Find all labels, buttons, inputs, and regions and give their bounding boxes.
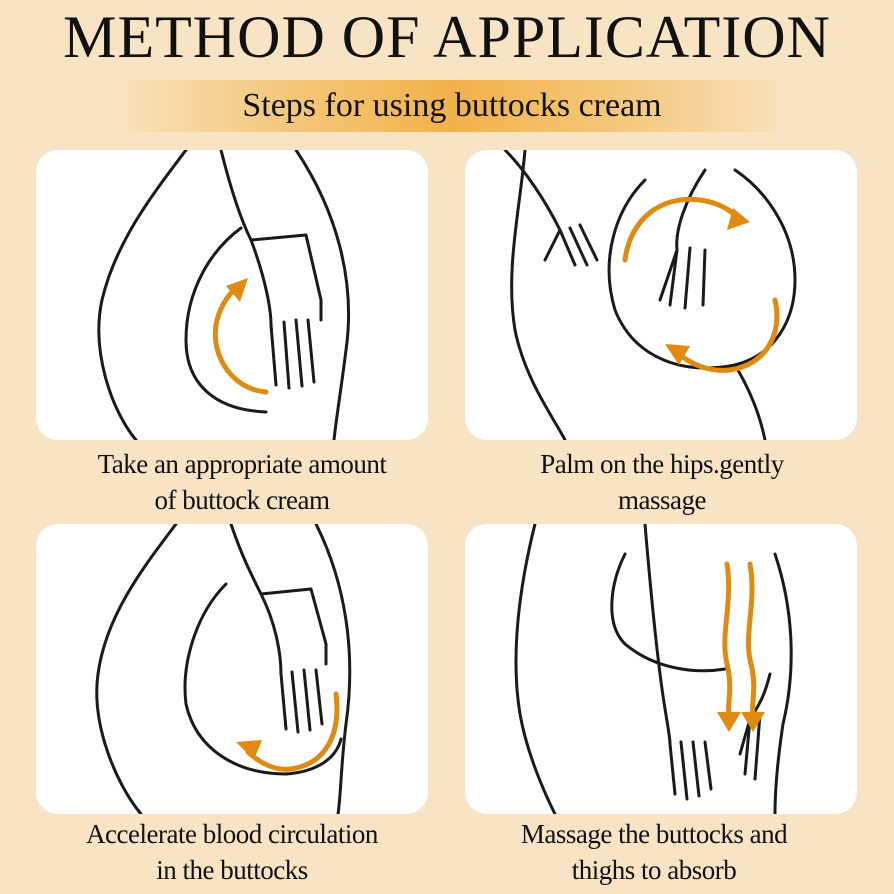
- hand-rotating-arrows-icon: [503, 150, 797, 440]
- hand-circular-arrow-icon: [97, 150, 350, 440]
- step-2-line-1: Palm on the hips.gently: [540, 449, 784, 479]
- hand-lower-arrow-icon: [95, 524, 352, 814]
- step-1-caption: Take an appropriate amount of buttock cr…: [32, 446, 452, 518]
- step-2-caption: Palm on the hips.gently massage: [452, 446, 872, 518]
- step-4-card: [465, 524, 857, 814]
- step-4-line-1: Massage the buttocks and: [520, 819, 788, 849]
- step-1-line-1: Take an appropriate amount: [97, 449, 387, 479]
- step-2-card: [465, 150, 857, 440]
- hand-downward-arrows-icon: [514, 524, 793, 814]
- step-3-card: [36, 524, 428, 814]
- step-1-card: [36, 150, 428, 440]
- page-title: METHOD OF APPLICATION: [63, 4, 831, 70]
- step-1-line-2: of buttock cream: [154, 485, 330, 515]
- step-3-caption: Accelerate blood circulation in the butt…: [22, 816, 442, 888]
- step-3-line-1: Accelerate blood circulation: [86, 819, 378, 849]
- step-3-line-2: in the buttocks: [156, 855, 308, 885]
- step-4-caption: Massage the buttocks and thighs to absor…: [444, 816, 864, 888]
- subtitle-banner: Steps for using buttocks cream: [128, 80, 776, 132]
- step-2-line-2: massage: [618, 485, 706, 515]
- step-4-line-2: thighs to absorb: [571, 855, 737, 885]
